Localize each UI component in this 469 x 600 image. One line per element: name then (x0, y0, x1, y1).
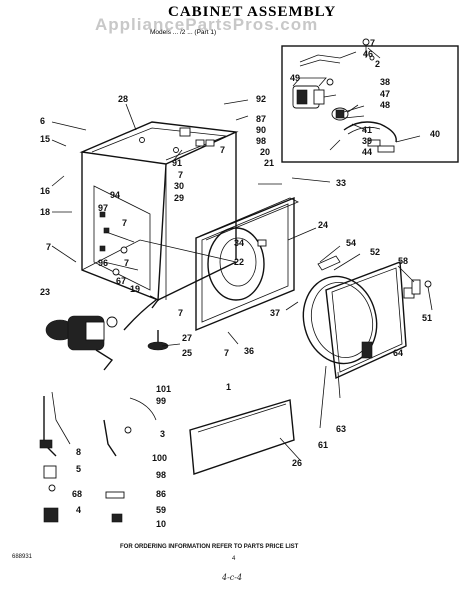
callout-16: 16 (40, 186, 50, 196)
callout-27: 27 (182, 333, 192, 343)
inset-switch-block (292, 77, 337, 109)
callout-labels: 7 46 2 49 38 47 48 41 40 39 44 28 92 87 … (40, 38, 440, 529)
callout-22: 22 (234, 257, 244, 267)
callout-7h: 7 (224, 348, 229, 358)
cabinet-body (79, 121, 239, 302)
callout-41: 41 (362, 125, 372, 135)
callout-64: 64 (393, 348, 403, 358)
callout-15: 15 (40, 134, 50, 144)
callout-47: 47 (380, 89, 390, 99)
callout-19: 19 (130, 284, 140, 294)
callout-54: 54 (346, 238, 356, 248)
callout-46: 46 (363, 49, 373, 59)
callout-7d: 7 (46, 242, 51, 252)
callout-10: 10 (156, 519, 166, 529)
callout-87: 87 (256, 114, 266, 124)
callout-2: 2 (375, 59, 380, 69)
callout-7f: 7 (124, 258, 129, 268)
front-panel (195, 196, 299, 332)
callout-3: 3 (160, 429, 165, 439)
callout-98a: 98 (256, 136, 266, 146)
callout-94: 94 (110, 190, 120, 200)
page-number: 4 (232, 556, 236, 562)
handwritten-note: 4-c-4 (221, 573, 242, 582)
callout-33: 33 (336, 178, 346, 188)
callout-38: 38 (380, 77, 390, 87)
motor-assembly (45, 295, 160, 371)
callout-8: 8 (76, 447, 81, 457)
callout-40: 40 (430, 129, 440, 139)
callout-25: 25 (182, 348, 192, 358)
callout-68: 68 (72, 489, 82, 499)
door-hinge-parts (317, 255, 433, 311)
callout-58: 58 (398, 256, 408, 266)
callout-67: 67 (116, 276, 126, 286)
callout-7c: 7 (178, 170, 183, 180)
callout-26: 26 (292, 458, 302, 468)
inset-frame (281, 45, 459, 163)
callout-23: 23 (40, 287, 50, 297)
callout-29: 29 (174, 193, 184, 203)
callout-7a: 7 (370, 38, 375, 48)
model-subtitle: Models ... /2 ... (Part 1) (150, 29, 216, 36)
leveling-leg (147, 330, 169, 351)
callout-97: 97 (98, 203, 108, 213)
leader-lines (51, 47, 415, 461)
callout-96: 96 (98, 258, 108, 268)
callout-98b: 98 (156, 470, 166, 480)
callout-1: 1 (226, 382, 231, 392)
callout-7g: 7 (178, 308, 183, 318)
lower-parts-group (39, 391, 157, 523)
callout-34: 34 (234, 238, 244, 248)
inset-knob (331, 104, 359, 121)
callout-36: 36 (244, 346, 254, 356)
callout-92: 92 (256, 94, 266, 104)
callout-6: 6 (40, 116, 45, 126)
callout-48: 48 (380, 100, 390, 110)
door-outer (325, 261, 415, 380)
callout-100: 100 (152, 453, 167, 463)
callout-101: 101 (156, 384, 171, 394)
callout-49: 49 (290, 73, 300, 83)
callout-18: 18 (40, 207, 50, 217)
callout-7b: 7 (220, 145, 225, 155)
callout-61: 61 (318, 440, 328, 450)
callout-39: 39 (362, 136, 372, 146)
callout-91: 91 (172, 158, 182, 168)
door-ring (302, 275, 378, 365)
callout-99: 99 (156, 396, 166, 406)
callout-59: 59 (156, 505, 166, 515)
callout-86: 86 (156, 489, 166, 499)
callout-37: 37 (270, 308, 280, 318)
callout-20: 20 (260, 147, 270, 157)
inset-wire-harness (343, 121, 421, 153)
catalog-code: 688931 (12, 554, 33, 560)
callout-4: 4 (76, 505, 81, 515)
ordering-note: FOR ORDERING INFORMATION REFER TO PARTS … (120, 544, 299, 550)
callout-7e: 7 (122, 218, 127, 228)
toe-panel (189, 399, 295, 475)
callout-21: 21 (264, 158, 274, 168)
callout-51: 51 (422, 313, 432, 323)
callout-24: 24 (318, 220, 328, 230)
callout-52: 52 (370, 247, 380, 257)
callout-63: 63 (336, 424, 346, 434)
callout-5: 5 (76, 464, 81, 474)
page-title: CABINET ASSEMBLY (168, 4, 336, 20)
watermark: AppliancePartsPros.com (95, 15, 318, 34)
callout-44: 44 (362, 147, 372, 157)
callout-28: 28 (118, 94, 128, 104)
callout-30: 30 (174, 181, 184, 191)
inset-top-bracket (299, 38, 375, 67)
callout-90: 90 (256, 125, 266, 135)
